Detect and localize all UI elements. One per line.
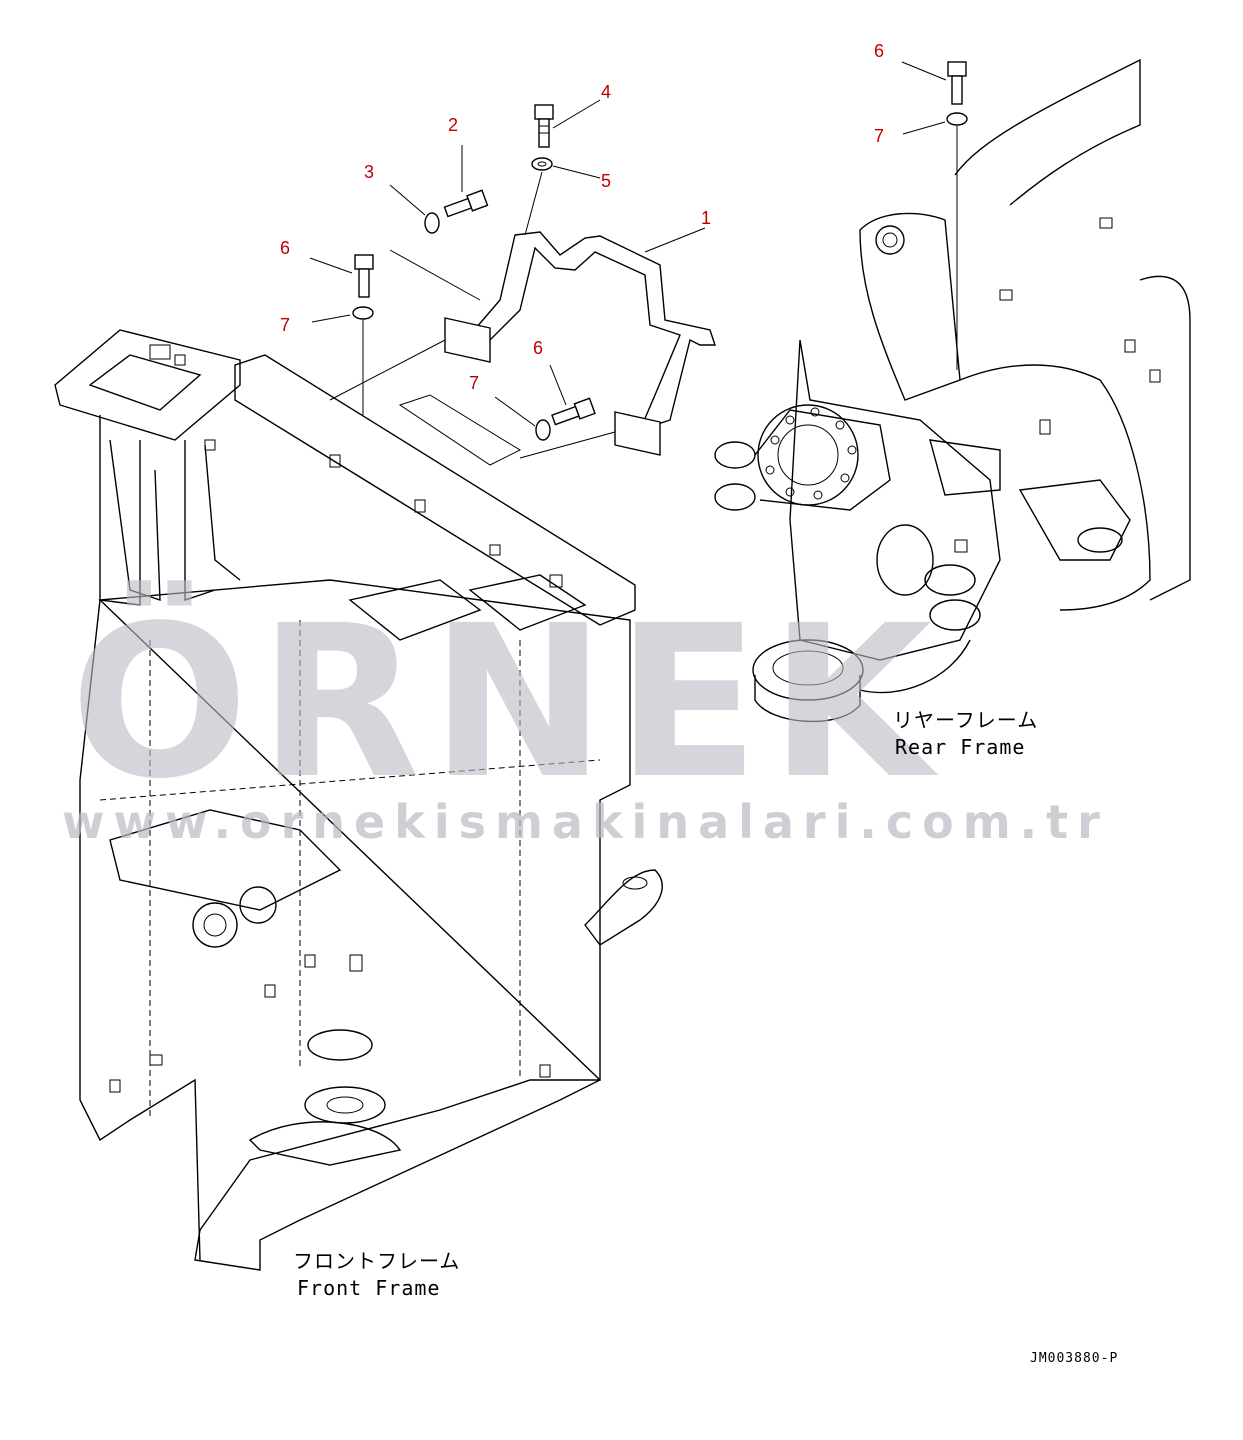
- leader-lines: [309, 61, 958, 459]
- bolt-part-6-mid: [551, 397, 596, 426]
- callout-7-left: 7: [280, 315, 290, 335]
- watermark-url: www.ornekismakinalari.com.tr: [62, 795, 1109, 849]
- front-frame-drawing: [54, 329, 663, 1271]
- rear-frame-drawing: [714, 58, 1191, 723]
- washer-part-7-right: [946, 112, 968, 126]
- bolt-part-2: [443, 189, 489, 218]
- washer-part-3: [424, 212, 440, 234]
- callout-7-right: 7: [874, 126, 884, 146]
- callout-4: 4: [601, 82, 611, 102]
- fasteners: [352, 61, 968, 441]
- callout-7-mid: 7: [469, 373, 479, 393]
- watermark-brand: ÖRNEK: [70, 579, 942, 825]
- callout-6-right: 6: [874, 41, 884, 61]
- callout-1: 1: [701, 208, 711, 228]
- bolt-part-6-right: [947, 61, 967, 105]
- callout-2: 2: [448, 115, 458, 135]
- washer-part-5: [531, 157, 553, 171]
- front-frame-label-jp: フロントフレーム: [293, 1249, 460, 1273]
- rear-frame-label-jp: リヤーフレーム: [893, 708, 1038, 732]
- callout-6-left: 6: [280, 238, 290, 258]
- washer-part-7-mid: [535, 419, 551, 441]
- bracket-part-1: [444, 231, 716, 456]
- front-frame-label-en: Front Frame: [297, 1276, 440, 1300]
- callout-3: 3: [364, 162, 374, 182]
- bolt-part-6-left: [354, 254, 374, 298]
- bolt-part-4: [534, 104, 554, 148]
- drawing-code: JM003880-P: [1030, 1351, 1118, 1366]
- callout-5: 5: [601, 171, 611, 191]
- callout-numbers: 1 2 3 4 5 6 7 6 7 6 7: [280, 41, 884, 393]
- rear-frame-label-en: Rear Frame: [895, 735, 1025, 759]
- callout-6-mid: 6: [533, 338, 543, 358]
- washer-part-7-left: [352, 306, 374, 320]
